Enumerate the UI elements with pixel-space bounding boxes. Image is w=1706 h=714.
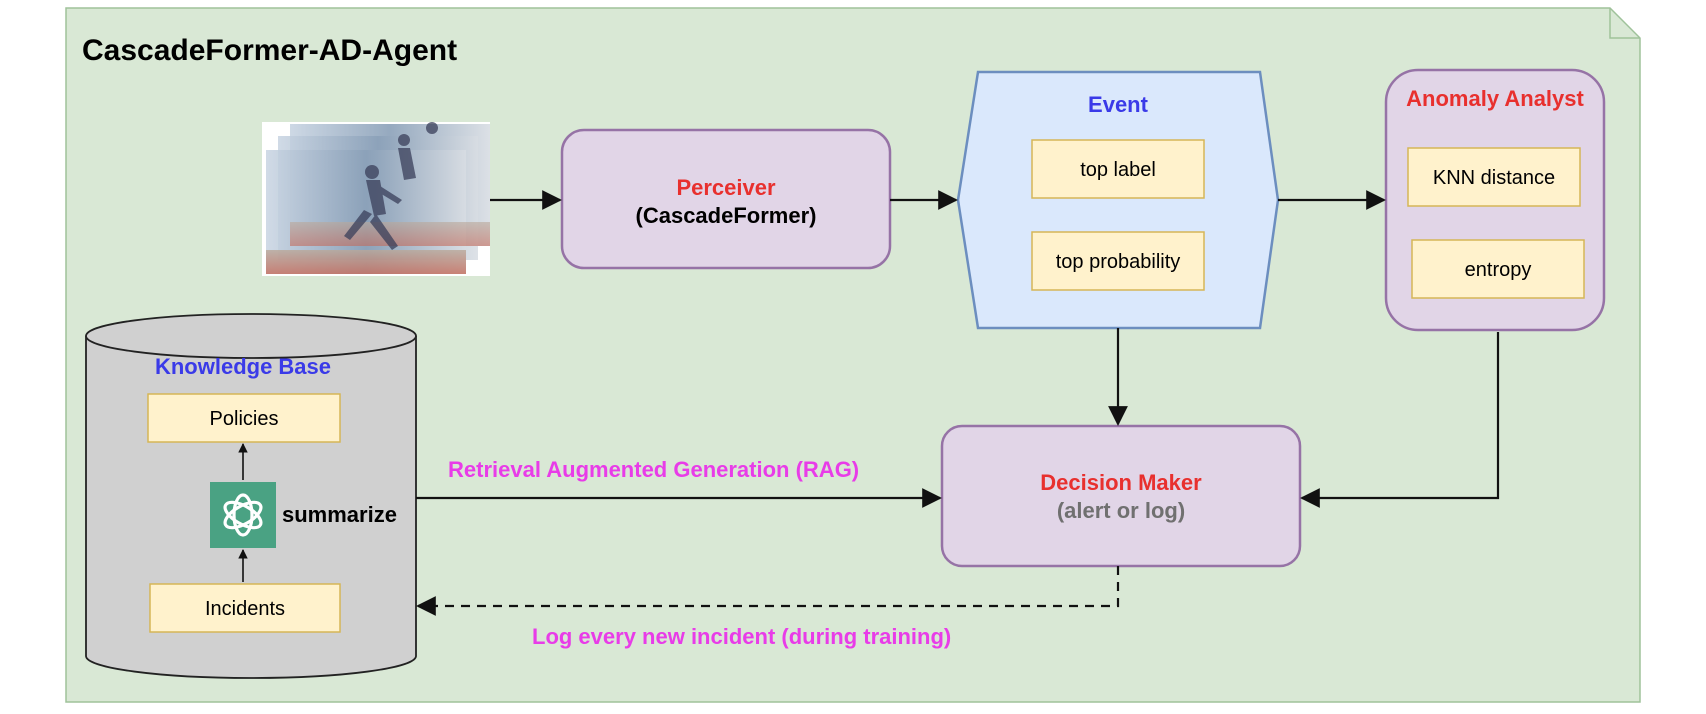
- edge-analyst-to-decision: [1300, 332, 1500, 508]
- video-frames-thumbnail: [262, 122, 490, 276]
- kb-incidents-text: Incidents: [205, 598, 285, 620]
- analyst-item-entropy: [1411, 239, 1585, 299]
- decision-maker-title: Decision Maker: [1040, 470, 1202, 495]
- anomaly-analyst-title: Anomaly Analyst: [1406, 86, 1584, 111]
- analyst-item-entropy-text: entropy: [1465, 259, 1532, 281]
- kb-incidents-box: [149, 583, 341, 633]
- decision-maker-subtitle: (alert or log): [1057, 498, 1185, 523]
- rag-edge-label: Retrieval Augmented Generation (RAG): [448, 457, 859, 482]
- knowledge-base-title: Knowledge Base: [155, 354, 331, 379]
- kb-policies-text: Policies: [210, 408, 279, 430]
- perceiver-title: Perceiver: [676, 175, 776, 200]
- perceiver-subtitle: (CascadeFormer): [636, 203, 817, 228]
- openai-knot-icon: [210, 482, 276, 548]
- log-edge-label: Log every new incident (during training): [532, 624, 951, 649]
- event-item-top-label: [1031, 139, 1205, 199]
- event-title: Event: [1088, 92, 1149, 117]
- analyst-item-knn-distance: [1407, 147, 1581, 207]
- kb-policies-box: [147, 393, 341, 443]
- event-item-top-label-text: top label: [1080, 159, 1156, 181]
- analyst-item-knn-distance-text: KNN distance: [1433, 167, 1555, 189]
- diagram-title: CascadeFormer-AD-Agent: [82, 34, 457, 67]
- event-item-top-probability: [1031, 231, 1205, 291]
- kb-summarize-label: summarize: [282, 502, 397, 527]
- event-item-top-probability-text: top probability: [1056, 251, 1181, 273]
- panel-fold: [1609, 8, 1640, 39]
- edge-decision-to-kb-log: [416, 566, 1120, 616]
- decision-maker-box: [940, 424, 1302, 568]
